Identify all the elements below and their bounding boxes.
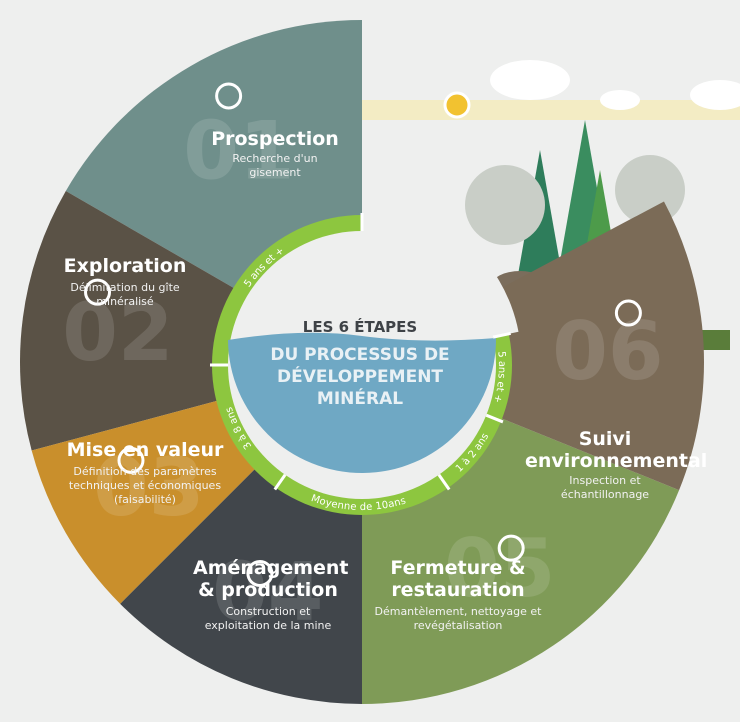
step-number-05: 05 (444, 522, 555, 615)
step-suivi: Suivi environnemental Inspection et écha… (525, 428, 708, 502)
step-mise-en-valeur: Mise en valeur Définition des paramètres… (45, 439, 245, 507)
step-number-04: 04 (212, 545, 323, 638)
step-exploration: Exploration Délimitation du gîte minéral… (50, 255, 200, 309)
ring-divider (437, 473, 451, 491)
center-subtitle: DU PROCESSUS DE DÉVELOPPEMENT MINÉRAL (230, 344, 490, 410)
step-title: Aménagement & production (193, 557, 349, 601)
step-title: Exploration (63, 255, 187, 277)
step-number-02: 02 (62, 286, 173, 379)
ring-divider (492, 331, 511, 339)
step-desc: Démantèlement, nettoyage et revégétalisa… (374, 605, 542, 632)
step-fermeture: Fermeture & restauration Démantèlement, … (368, 557, 548, 633)
step-number-06: 06 (552, 305, 663, 398)
center-title: LES 6 ÉTAPES (302, 318, 418, 336)
cloud-icon (690, 80, 740, 110)
center-line: DU PROCESSUS DE (270, 345, 450, 365)
wedge-6 (362, 201, 704, 491)
water (228, 332, 497, 474)
center-line: MINÉRAL (316, 389, 404, 409)
step-prospection: Prospection Recherche d'un gisement (200, 128, 350, 180)
mining-truck-icon (246, 559, 274, 587)
sky-haze (360, 100, 740, 120)
ring-divider (485, 413, 504, 424)
engineer-icon (117, 446, 145, 474)
helicopter-icon (215, 82, 243, 110)
step-desc: Délimitation du gîte minéralisé (70, 281, 180, 308)
drill-rig-icon (84, 278, 112, 306)
step-desc: Construction et exploitation de la mine (204, 605, 332, 632)
step-desc: Définition des paramètres techniques et … (68, 465, 222, 506)
ring-divider (273, 473, 287, 491)
cloud-icon (600, 90, 640, 110)
tree-icon (465, 165, 545, 245)
sampling-icon (614, 299, 642, 327)
wedge-2 (20, 191, 363, 451)
cloud-icon (490, 60, 570, 100)
step-title: Fermeture & restauration (390, 557, 526, 601)
step-title: Suivi environnemental (525, 428, 708, 472)
tree-icon (615, 155, 685, 225)
step-desc: Inspection et échantillonnage (560, 474, 650, 501)
step-number-01: 01 (183, 105, 294, 198)
sun-icon (443, 91, 471, 119)
step-amenagement: Aménagement & production Construction et… (178, 557, 358, 633)
planting-icon (497, 534, 525, 562)
step-title: Mise en valeur (66, 439, 224, 461)
step-number-03: 03 (93, 441, 204, 534)
step-desc: Recherche d'un gisement (232, 152, 318, 179)
center-line: DÉVELOPPEMENT (276, 367, 444, 387)
step-title: Prospection (211, 128, 339, 150)
